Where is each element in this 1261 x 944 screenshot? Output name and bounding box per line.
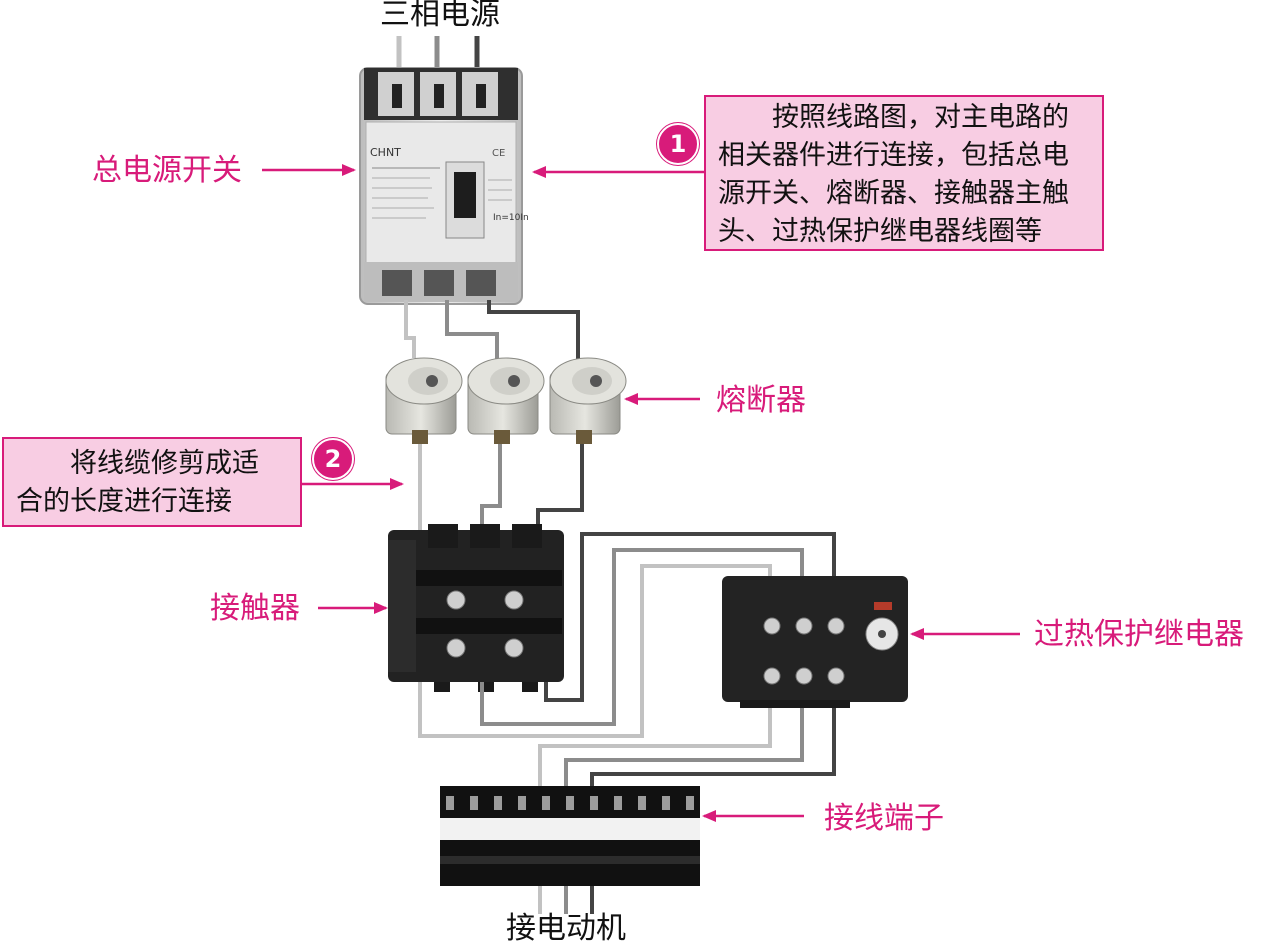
note1-line-2: 相关器件进行连接，包括总电 (718, 140, 1069, 171)
label-thermal-relay: 过热保护继电器 (1034, 617, 1244, 652)
fuse-2 (467, 357, 545, 444)
note2-line-2: 合的长度进行连接 (16, 486, 232, 517)
note1-line-1: 按照线路图，对主电路的 (772, 102, 1069, 133)
main-breaker[interactable]: CHNT CE In=10In (359, 67, 529, 305)
power-supply-title: 三相电源 (380, 0, 500, 32)
breaker-rating: In=10In (493, 213, 529, 223)
note-box-1: 按照线路图，对主电路的 相关器件进行连接，包括总电 源开关、熔断器、接触器主触 … (704, 95, 1104, 251)
motor-connection-title: 接电动机 (506, 911, 626, 944)
label-contactor: 接触器 (210, 591, 300, 626)
fuse-3 (549, 357, 627, 444)
breaker-brand: CHNT (370, 146, 401, 159)
svg-text:CE: CE (492, 148, 505, 159)
wires-breaker-to-fuse (404, 300, 580, 360)
fuses[interactable] (385, 357, 627, 444)
label-main-breaker: 总电源开关 (92, 153, 242, 188)
contactor[interactable] (388, 524, 564, 692)
label-terminal-block: 接线端子 (824, 801, 944, 836)
note-box-2: 将线缆修剪成适 合的长度进行连接 (2, 437, 302, 527)
note2-line-1: 将线缆修剪成适 (70, 448, 259, 479)
leader-arrows (262, 164, 1020, 822)
label-fuse: 熔断器 (716, 383, 806, 418)
note1-line-3: 源开关、熔断器、接触器主触 (718, 178, 1069, 209)
note1-badge: 1 (657, 123, 699, 165)
fuse-1 (385, 357, 463, 444)
thermal-relay[interactable] (722, 576, 908, 708)
note2-badge: 2 (312, 438, 354, 480)
terminal-block[interactable] (440, 786, 700, 886)
wires-contactor-to-relay (418, 532, 836, 738)
breaker-handle[interactable] (454, 172, 476, 218)
note1-line-4: 头、过热保护继电器线圈等 (718, 216, 1042, 247)
